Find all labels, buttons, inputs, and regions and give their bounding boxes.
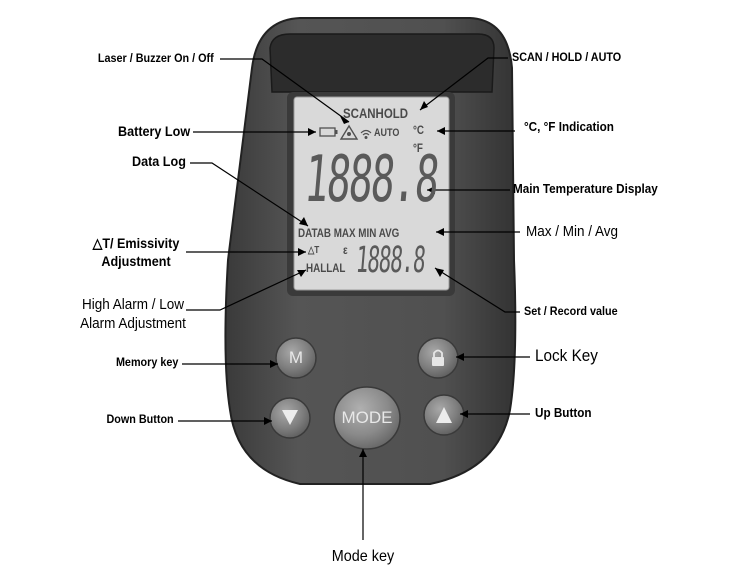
arrow-alarm — [297, 270, 306, 277]
battery-icon — [319, 127, 338, 137]
arrow-mode — [359, 449, 367, 457]
label-main-temp: Main Temperature Display — [513, 181, 658, 196]
lcd-scan-hold: SCANHOLD — [343, 105, 409, 121]
mode-button[interactable] — [333, 386, 401, 450]
memory-button[interactable] — [275, 337, 317, 379]
label-memory-key: Memory key — [115, 355, 178, 369]
label-unit-indication: °C, °F Indication — [524, 119, 614, 134]
arrow-unit — [437, 127, 445, 135]
arrowheads — [264, 101, 468, 457]
label-emissivity-line1: △T/ Emissivity — [92, 235, 180, 251]
arrow-setrecord — [435, 268, 444, 277]
label-laser-buzzer: Laser / Buzzer On / Off — [98, 51, 214, 65]
lcd-screen — [293, 96, 450, 291]
arrow-battery — [308, 128, 316, 136]
leader-alarm — [186, 269, 307, 311]
lock-icon — [432, 349, 444, 366]
arrow-down — [264, 417, 272, 425]
arrow-emissivity — [298, 248, 306, 256]
down-arrow-icon — [282, 410, 298, 425]
leader-scan — [419, 57, 508, 111]
lcd-sub-digits: 1888.8 — [354, 240, 427, 281]
buzzer-icon — [360, 129, 372, 140]
lcd-delta-t: △T — [308, 245, 320, 256]
lcd-auto: AUTO — [374, 127, 400, 139]
label-mode-key: Mode key — [331, 548, 395, 565]
lcd-mode-row: DATAB MAX MIN AVG — [298, 226, 400, 240]
leader-setrecord — [434, 267, 520, 313]
memory-button-label: M — [288, 348, 304, 367]
arrow-scan — [420, 101, 428, 110]
arrow-up — [460, 410, 468, 418]
label-data-log: Data Log — [132, 153, 186, 169]
leader-laser — [220, 58, 350, 123]
arrow-lock — [456, 353, 464, 361]
label-down-button: Down Button — [106, 412, 174, 426]
leader-datalog — [190, 162, 309, 227]
arrow-memory — [270, 360, 278, 368]
label-up-button: Up Button — [535, 405, 592, 420]
laser-warning-icon — [339, 124, 359, 140]
label-battery-low: Battery Low — [117, 123, 190, 139]
arrow-maxminavg — [436, 228, 444, 236]
arrow-datalog — [299, 217, 308, 226]
label-emissivity-line2: Adjustment — [101, 253, 171, 269]
label-lock-key: Lock Key — [535, 346, 598, 365]
mode-button-label: MODE — [341, 408, 393, 427]
arrow-laser — [340, 116, 349, 124]
lcd-hal-al: HALLAL — [306, 261, 346, 275]
label-high-alarm-line2: Alarm Adjustment — [80, 315, 186, 332]
arrow-main — [427, 186, 435, 194]
up-arrow-icon — [436, 407, 452, 423]
label-max-min-avg: Max / Min / Avg — [526, 223, 619, 240]
lcd-fahrenheit: °F — [413, 141, 423, 155]
top-window — [269, 33, 495, 93]
lcd-epsilon: ε — [343, 243, 348, 257]
label-set-record: Set / Record value — [524, 304, 618, 318]
leader-lines — [178, 57, 530, 540]
lcd-main-digits: 1888.8 — [301, 143, 441, 217]
label-high-alarm-line1: High Alarm / Low — [81, 296, 185, 313]
lcd-celsius: °C — [413, 123, 425, 137]
label-scan-hold-auto: SCAN / HOLD / AUTO — [512, 50, 622, 64]
